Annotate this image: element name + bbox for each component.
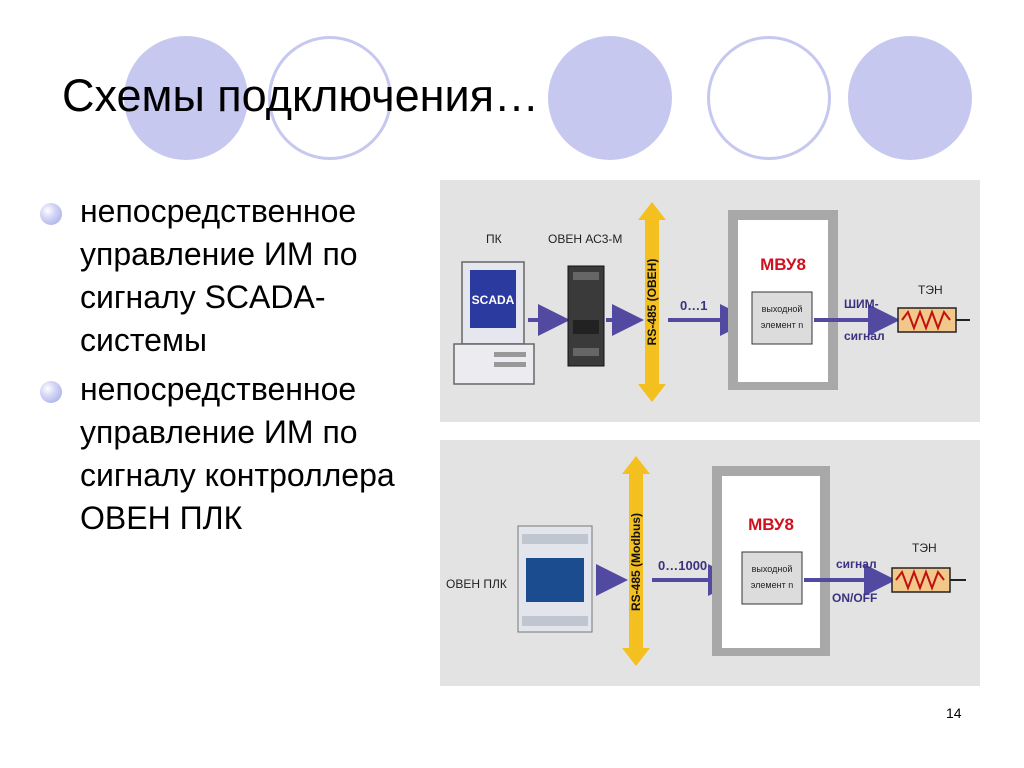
bullet-text: непосредственное управление ИМ по сигнал… (80, 371, 395, 536)
plc-label: ОВЕН ПЛК (446, 577, 507, 591)
output-signal-2: сигнал (844, 329, 885, 343)
bus-arrow (622, 456, 650, 666)
decor-circle-3 (848, 36, 972, 160)
heater-resistor-icon (897, 307, 970, 333)
bullet-item: непосредственное управление ИМ по сигнал… (40, 190, 440, 362)
plc-controller-icon (517, 525, 593, 633)
diagram-plc-panel: ОВЕН ПЛК RS-485 (Modbus) 0…1000 МВУ8 вых… (440, 440, 980, 686)
device-title: МВУ8 (760, 255, 806, 274)
bullet-list: непосредственное управление ИМ по сигнал… (40, 190, 440, 540)
bullet-dot-icon (40, 203, 62, 225)
diagram-plc: ОВЕН ПЛК RS-485 (Modbus) 0…1000 МВУ8 вых… (446, 456, 966, 666)
decor-ring-2 (707, 36, 831, 160)
bullet-dot-icon (40, 381, 62, 403)
output-signal-1: ШИМ- (844, 297, 879, 311)
diagram-scada-panel: ПК SCADA ОВЕН АС3-М RS-485 (ОВЕН) 0…1 МВ… (440, 180, 980, 422)
slide-title: Схемы подключения… (62, 70, 540, 121)
element-label-1: выходной (752, 564, 793, 574)
bus-label: RS-485 (Modbus) (629, 513, 643, 611)
load-label: ТЭН (912, 541, 937, 555)
signal-range: 0…1 (680, 298, 707, 313)
decor-ring-1 (268, 36, 392, 160)
page-number: 14 (946, 705, 962, 721)
output-signal-1: сигнал (836, 557, 877, 571)
pc-label: ПК (486, 232, 502, 246)
element-label-1: выходной (762, 304, 803, 314)
bullet-text: непосредственное управление ИМ по сигнал… (80, 193, 358, 358)
output-element-box (751, 291, 813, 345)
module-label: ОВЕН АС3-М (548, 232, 622, 246)
heater-resistor-icon (891, 567, 966, 593)
bus-arrow (638, 202, 666, 402)
element-label-2: элемент n (751, 580, 793, 590)
decor-circle-2 (548, 36, 672, 160)
load-label: ТЭН (918, 283, 943, 297)
diagram-scada: ПК SCADA ОВЕН АС3-М RS-485 (ОВЕН) 0…1 МВ… (453, 202, 970, 402)
module-device-icon (567, 265, 605, 367)
output-element-box (741, 551, 803, 605)
output-signal-2: ON/OFF (832, 591, 877, 605)
device-title: МВУ8 (748, 515, 794, 534)
bullet-item: непосредственное управление ИМ по сигнал… (40, 368, 440, 540)
pc-computer-icon (453, 261, 535, 385)
screen-label: SCADA (472, 293, 515, 307)
element-label-2: элемент n (761, 320, 803, 330)
bus-label: RS-485 (ОВЕН) (645, 259, 659, 346)
decor-circle-1 (124, 36, 248, 160)
signal-range: 0…1000 (658, 558, 707, 573)
